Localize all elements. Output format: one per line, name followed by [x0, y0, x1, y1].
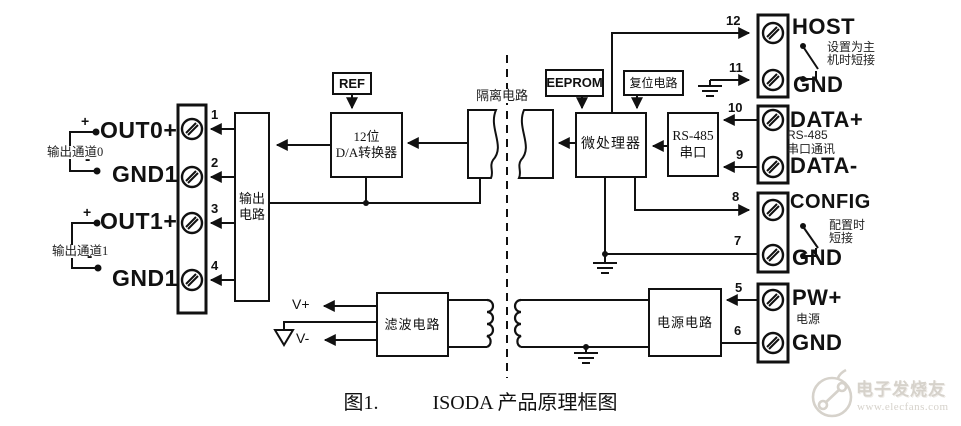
- dac-label-line1: 12位: [353, 129, 380, 145]
- screw-terminal-icon: [761, 243, 785, 267]
- power-circuit-box: 电源电路: [648, 288, 722, 357]
- out0-label: OUT0+: [100, 117, 178, 143]
- config-jumper-switch-icon: [800, 223, 819, 259]
- pin-number-7: 7: [734, 233, 742, 248]
- dac-box: 12位 D/A转换器: [330, 112, 403, 178]
- dac-label-line2: D/A转换器: [335, 145, 398, 160]
- watermark-logo-icon: [811, 368, 853, 418]
- data-note-line2: 串口通讯: [787, 142, 836, 156]
- data-note-line1: RS-485: [787, 128, 828, 142]
- config-label: CONFIG: [790, 191, 871, 213]
- gnd1-label-ch1: GND1: [112, 265, 178, 291]
- pin-number-11: 11: [729, 60, 743, 75]
- screw-terminal-icon: [761, 198, 785, 222]
- data-plus-label: DATA+: [790, 107, 864, 132]
- channel1-label: 输出通道1: [51, 244, 110, 259]
- ch1-minus-sign: -: [87, 248, 93, 265]
- watermark-url: www.elecfans.com: [857, 401, 949, 413]
- screw-terminal-icon: [180, 117, 204, 141]
- transformer-icon: [486, 298, 522, 349]
- screw-terminal-icon: [761, 155, 785, 179]
- junction-dot: [92, 128, 608, 350]
- gnd1-label-ch0: GND1: [112, 161, 178, 187]
- rs485-label-line1: RS-485: [672, 128, 714, 144]
- ground-icon: [273, 80, 722, 364]
- reset-circuit-box: 复位电路: [623, 70, 684, 96]
- host-note-line1: 设置为主: [827, 40, 876, 54]
- pin-number-10: 10: [728, 100, 743, 115]
- eeprom-box: EEPROM: [545, 69, 604, 97]
- screw-terminal-icon: [180, 211, 204, 235]
- screw-terminal-icon: [761, 68, 785, 92]
- power-note: 电源: [796, 312, 821, 326]
- screw-terminal-icon: [761, 21, 785, 45]
- output-circuit-label-line1: 输出: [238, 191, 265, 207]
- output-circuit-label-line2: 电路: [238, 207, 265, 222]
- caption-title: ISODA 产品原理框图: [432, 392, 618, 414]
- filter-circuit-box: 滤波电路: [376, 292, 449, 357]
- config-note-line2: 短接: [829, 231, 854, 245]
- host-terminal-block: [756, 13, 790, 99]
- output-circuit-box: 输出 电路: [234, 112, 270, 302]
- host-label: HOST: [792, 14, 856, 39]
- pin-number-4: 4: [211, 258, 219, 273]
- mcu-box: 微处理器: [575, 112, 647, 178]
- gnd-label-config: GND: [792, 245, 843, 270]
- pin-number-2: 2: [211, 155, 219, 170]
- pin-number-9: 9: [736, 147, 744, 162]
- ch0-plus-sign: +: [81, 113, 90, 129]
- signal-wires: [209, 27, 757, 353]
- ch1-plus-sign: +: [83, 204, 92, 220]
- left-terminal-block: [176, 103, 208, 315]
- ref-box: REF: [332, 72, 372, 95]
- v-minus-label: V-: [296, 330, 310, 346]
- data-minus-label: DATA-: [790, 153, 858, 178]
- power-terminal-block: [756, 282, 790, 364]
- ch0-minus-sign: -: [85, 151, 91, 168]
- config-terminal-block: [756, 191, 790, 274]
- pin-number-12: 12: [726, 13, 741, 28]
- pin-number-8: 8: [732, 189, 740, 204]
- out1-label: OUT1+: [100, 208, 178, 234]
- rs485-box: RS-485 串口: [667, 112, 719, 177]
- channel0-label: 输出通道0: [46, 145, 105, 160]
- config-note-line1: 配置时: [829, 218, 866, 232]
- isolation-barrier-icon: [467, 109, 554, 179]
- host-note-line2: 机时短接: [827, 53, 876, 67]
- caption-number: 图1.: [343, 392, 379, 414]
- screw-terminal-icon: [180, 268, 204, 292]
- screw-terminal-icon: [761, 288, 785, 312]
- data-terminal-block: [756, 104, 790, 185]
- host-jumper-switch-icon: [800, 43, 819, 82]
- pin-number-6: 6: [734, 323, 742, 338]
- gnd-label-host: GND: [793, 72, 844, 97]
- gnd-label-power: GND: [792, 330, 843, 355]
- v-plus-label: V+: [292, 296, 310, 312]
- pw-plus-label: PW+: [792, 285, 842, 310]
- watermark-name: 电子发烧友: [856, 380, 946, 399]
- pin-number-5: 5: [735, 280, 743, 295]
- screw-terminal-icon: [761, 331, 785, 355]
- pin-number-1: 1: [211, 107, 219, 122]
- pin-number-3: 3: [211, 201, 219, 216]
- isolation-label: 隔离电路: [474, 88, 531, 103]
- screw-terminal-icon: [761, 108, 785, 132]
- screw-terminal-icon: [180, 165, 204, 189]
- figure-caption: 图1. ISODA 产品原理框图: [0, 386, 961, 415]
- rs485-label-line2: 串口: [679, 144, 707, 160]
